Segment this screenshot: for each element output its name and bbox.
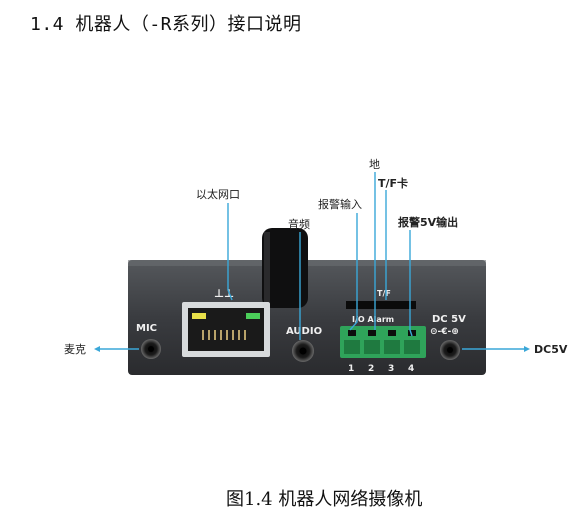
callout-dc5v: DC5V	[534, 343, 568, 356]
section-heading: 1.4 机器人（-R系列）接口说明	[30, 14, 302, 35]
callout-mic: 麦克	[64, 343, 86, 356]
dc-polarity-symbol: ⊝-€-⊕	[430, 327, 459, 337]
pin-label: 2	[368, 364, 374, 374]
figure-caption: 图1.4 机器人网络摄像机	[226, 489, 423, 510]
callout-lines	[100, 172, 524, 350]
pin-label: 4	[408, 364, 414, 374]
pin-label: 3	[388, 364, 394, 374]
tf-slot-label: T/F	[377, 289, 391, 298]
tf-card-slot	[346, 301, 416, 309]
callout-alarm-input: 报警输入	[318, 197, 362, 211]
pin-label: 1	[348, 364, 354, 374]
callout-ground: 地	[369, 158, 380, 171]
audio-port-label: AUDIO	[286, 326, 322, 337]
mic-port-label: MIC	[136, 323, 157, 334]
antenna	[262, 228, 308, 308]
callout-tf-card: T/F卡	[378, 176, 408, 190]
io-alarm-label: I/O Alarm	[352, 315, 394, 324]
callout-ethernet: 以太网口	[196, 188, 240, 201]
callout-audio: 音频	[288, 217, 310, 231]
dc-port-label: DC 5V	[432, 314, 466, 325]
network-glyph: ⊥⊥	[214, 287, 234, 300]
callout-alarm-5v-output: 报警5V输出	[398, 215, 458, 229]
